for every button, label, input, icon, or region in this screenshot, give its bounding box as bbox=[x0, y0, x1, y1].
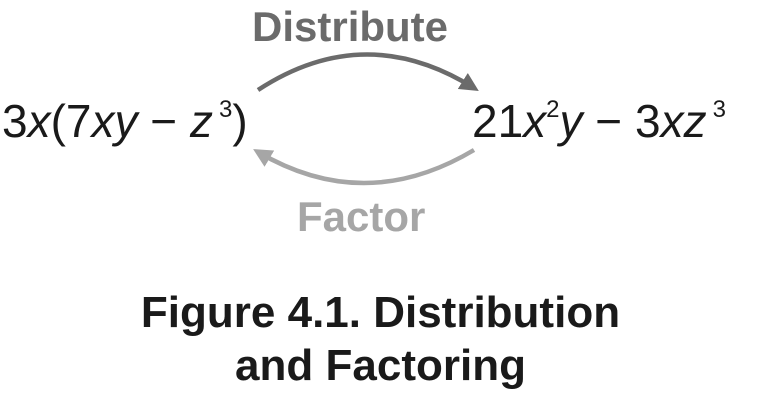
close-paren: ) bbox=[232, 95, 248, 147]
figure-caption: Figure 4.1. Distribution and Factoring bbox=[0, 286, 761, 392]
caption-line-2: and Factoring bbox=[235, 341, 526, 390]
variables-xz: xz bbox=[660, 95, 707, 147]
z-exponent: 3 bbox=[218, 96, 233, 123]
minus-sign: − bbox=[582, 95, 635, 147]
variable-z: z bbox=[189, 95, 213, 147]
inner-coefficient: 7 bbox=[65, 95, 92, 147]
variables-xy: xy bbox=[91, 95, 138, 147]
variable-x: x bbox=[523, 95, 547, 147]
minus-sign: − bbox=[137, 95, 190, 147]
coefficient: 3 bbox=[2, 95, 28, 147]
variable-y: y bbox=[559, 95, 583, 147]
factor-arrow bbox=[253, 148, 476, 186]
distribute-label: Distribute bbox=[252, 3, 449, 50]
caption-line-1: Figure 4.1. Distribution bbox=[140, 288, 621, 337]
z-exponent: 3 bbox=[712, 96, 726, 123]
coefficient-2: 3 bbox=[634, 95, 661, 147]
x-exponent: 2 bbox=[546, 96, 560, 123]
open-paren: ( bbox=[50, 95, 66, 147]
distribute-arrow bbox=[256, 52, 479, 92]
variable-x: x bbox=[27, 95, 51, 147]
coefficient: 21 bbox=[472, 95, 524, 147]
factor-label: Factor bbox=[297, 193, 426, 240]
